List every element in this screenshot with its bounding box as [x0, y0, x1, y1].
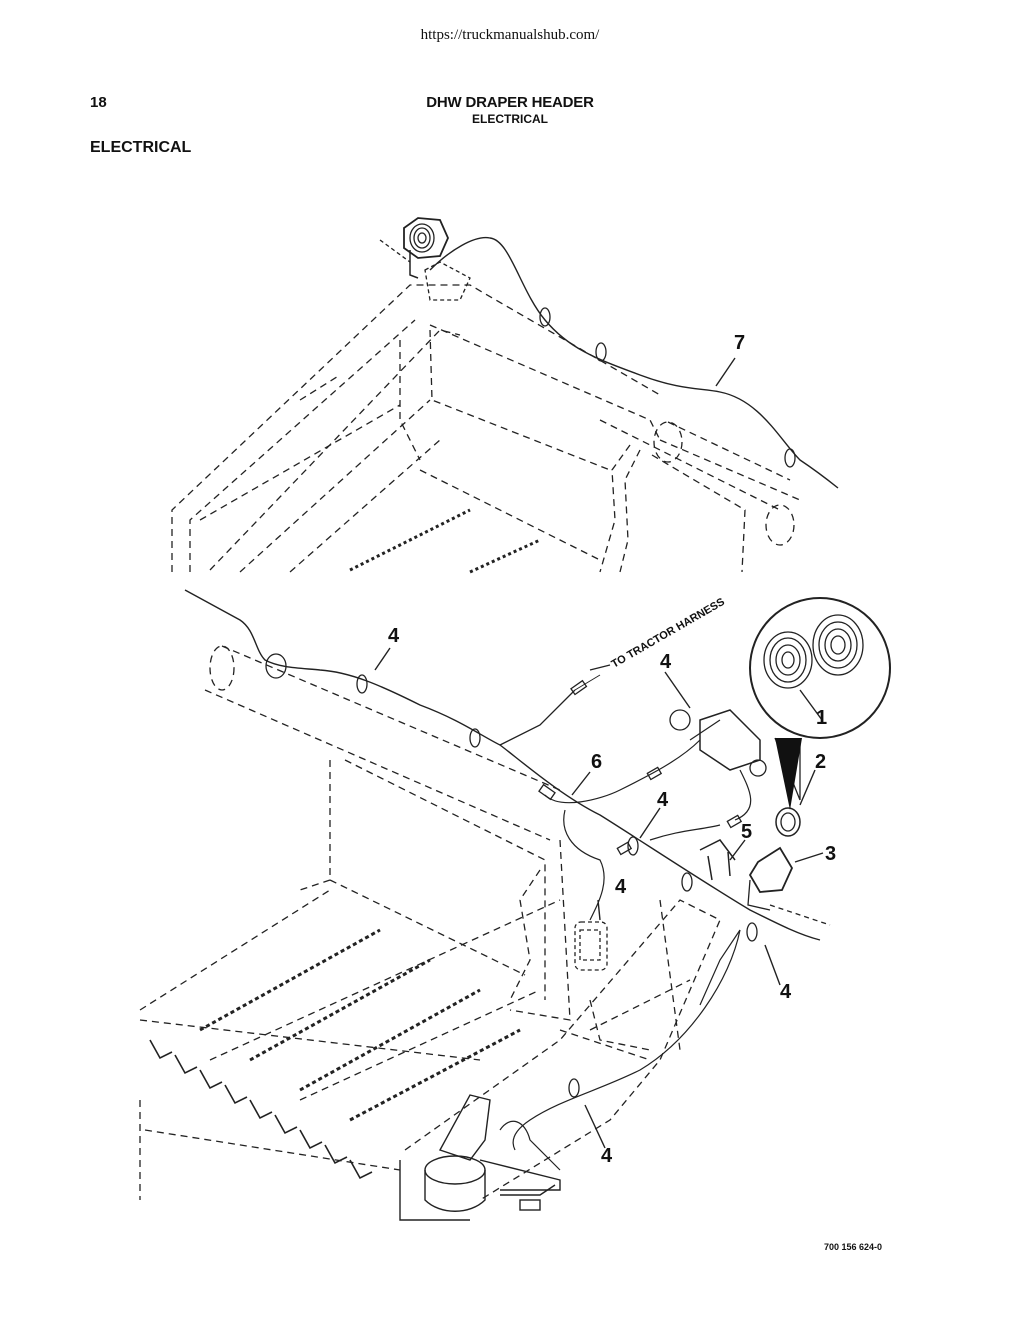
harness-7	[429, 236, 839, 489]
callout-2: 2	[815, 751, 826, 773]
upper-clips	[539, 307, 796, 468]
sensor-module	[574, 921, 608, 971]
page-number: 18	[90, 94, 107, 111]
upper-belt-marks	[349, 508, 541, 574]
callout-4-mid: 4	[657, 789, 669, 811]
upper-light-assembly	[379, 217, 471, 301]
source-url[interactable]: https://truckmanualshub.com/	[420, 27, 600, 43]
page-title: DHW DRAPER HEADER	[426, 94, 594, 111]
callout-4-bottom: 4	[601, 1145, 613, 1167]
callout-4-upper: 4	[388, 625, 400, 647]
light-bracket-assembly	[699, 807, 831, 926]
callout-1: 1	[816, 707, 827, 729]
callout-4-right: 4	[780, 981, 792, 1003]
upper-header-frame	[171, 284, 801, 573]
callout-7: 7	[734, 332, 745, 354]
upper-tube	[653, 421, 795, 546]
lower-belt-marks	[199, 928, 521, 1122]
motor-assembly	[399, 1094, 561, 1221]
callout-6: 6	[591, 751, 602, 773]
callout-5: 5	[741, 821, 752, 843]
section-heading: ELECTRICAL	[90, 139, 192, 156]
page-subtitle: ELECTRICAL	[472, 112, 548, 126]
harness-lower-main	[184, 589, 821, 941]
lower-clips	[265, 653, 758, 1098]
callout-4-sensor: 4	[615, 876, 627, 898]
lower-header-frame	[139, 645, 721, 1201]
figure-part-number: 700 156 624-0	[824, 1242, 883, 1252]
valve-harness	[544, 719, 752, 841]
valve-block	[669, 709, 767, 777]
knife-guards	[149, 1039, 373, 1180]
callout-4-valve: 4	[660, 651, 672, 673]
connectors	[538, 766, 743, 856]
callout-3: 3	[825, 843, 836, 865]
harness-down	[512, 929, 741, 1151]
leader-lines	[374, 647, 824, 1149]
